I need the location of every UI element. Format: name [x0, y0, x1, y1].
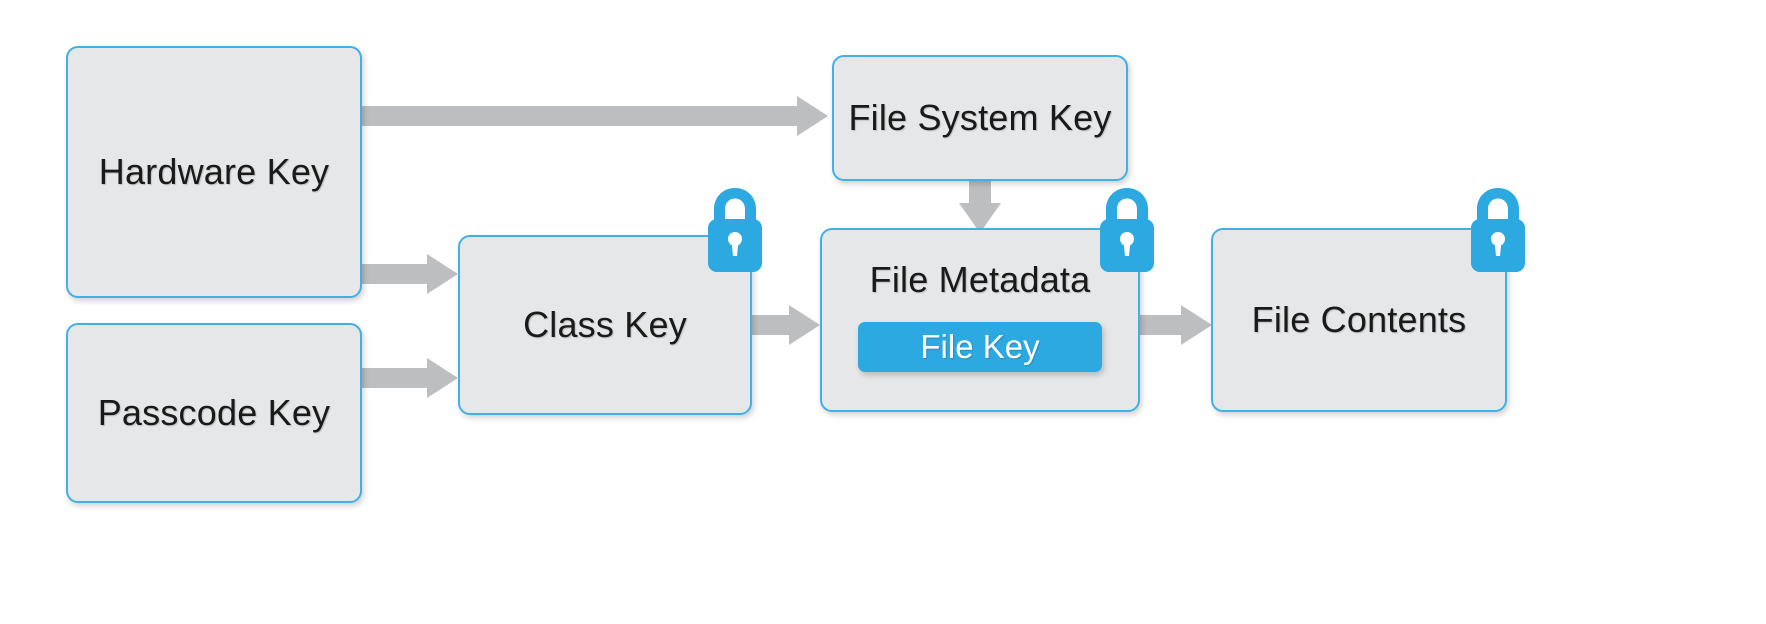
node-label-file-metadata: File Metadata: [869, 259, 1091, 300]
node-label-passcode-key: Passcode Key: [97, 392, 331, 434]
arrow-head: [789, 305, 820, 345]
file-key-label: File Key: [920, 328, 1040, 366]
node-label-hardware-key: Hardware Key: [98, 151, 330, 193]
arrow-head: [797, 96, 828, 136]
padlock-icon: [1096, 186, 1158, 274]
node-file-contents[interactable]: File Contents: [1211, 228, 1507, 412]
padlock-icon: [1467, 186, 1529, 274]
node-label-file-system-key: File System Key: [848, 97, 1112, 139]
node-class-key[interactable]: Class Key: [458, 235, 752, 415]
node-file-system-key[interactable]: File System Key: [832, 55, 1128, 181]
padlock-icon: [704, 186, 766, 274]
arrow-head: [427, 254, 458, 294]
node-passcode-key[interactable]: Passcode Key: [66, 323, 362, 503]
arrow-shaft: [362, 106, 797, 126]
arrow-shaft: [752, 315, 789, 335]
arrow-head: [1181, 305, 1212, 345]
arrow-shaft: [969, 181, 991, 203]
node-label-class-key: Class Key: [523, 304, 687, 346]
arrow-shaft: [362, 264, 427, 284]
file-key-badge[interactable]: File Key: [858, 321, 1102, 372]
arrow-head: [427, 358, 458, 398]
node-file-metadata[interactable]: File Metadata File Key: [820, 228, 1140, 412]
arrow-shaft: [362, 368, 427, 388]
arrow-shaft: [1140, 315, 1181, 335]
node-hardware-key[interactable]: Hardware Key: [66, 46, 362, 298]
node-label-file-contents: File Contents: [1251, 299, 1467, 341]
